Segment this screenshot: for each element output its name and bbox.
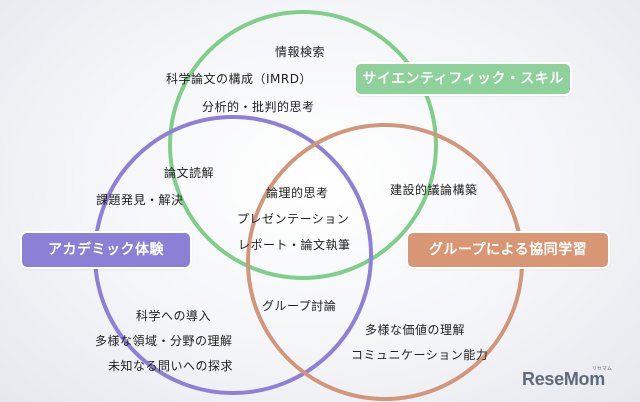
label-problem-finding: 課題発見・解決 [96,193,184,207]
group-learning-tag: グループによる協同学習 [408,233,608,267]
label-constructive-discussion: 建設的議論構築 [390,183,478,197]
label-unknown-questions: 未知なる問いへの探求 [108,359,234,373]
label-info-search: 情報検索 [275,45,326,59]
label-communication: コミュニケーション能力 [351,348,489,362]
scientific-skill-circle [168,10,438,280]
academic-experience-tag: アカデミック体験 [22,233,190,267]
resemom-logo: ReseMom [522,369,605,389]
label-diverse-fields: 多様な領域・分野の理解 [95,334,233,348]
label-paper-reading: 論文読解 [164,166,215,180]
label-group-discussion: グループ討論 [262,299,337,313]
brand-kana: リセマム [592,366,613,372]
label-presentation: プレゼンテーション [237,212,350,226]
label-report-writing: レポート・論文執筆 [238,238,351,252]
label-intro-science: 科学への導入 [136,309,212,323]
label-diverse-values: 多様な価値の理解 [365,323,466,337]
label-analytic-thinking: 分析的・批判的思考 [202,100,315,114]
scientific-skill-tag: サイエンティフィック・スキル [356,64,570,94]
label-logical-thinking: 論理的思考 [266,186,329,200]
label-paper-structure: 科学論文の構成（IMRD） [166,72,312,86]
